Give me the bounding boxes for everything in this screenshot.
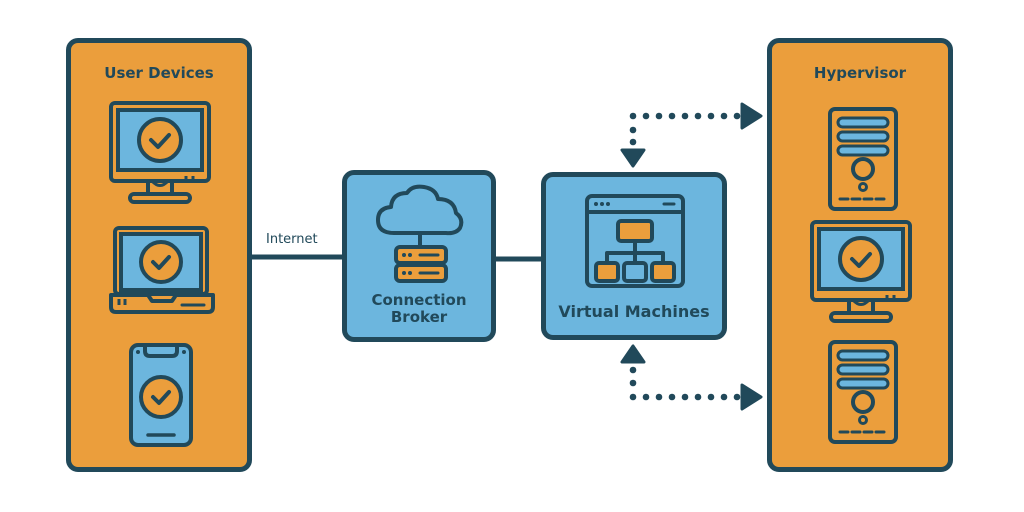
bottom-dotted-connector bbox=[620, 344, 763, 411]
laptop-icon bbox=[109, 226, 215, 314]
connection-broker-title-line1: Connection bbox=[371, 291, 467, 309]
virtual-machines-node[interactable]: Virtual Machines bbox=[541, 172, 727, 340]
arrow-down-icon bbox=[620, 148, 646, 168]
smartphone-icon bbox=[129, 343, 193, 447]
connection-broker-node[interactable]: Connection Broker bbox=[342, 170, 496, 342]
connection-broker-title-line2: Broker bbox=[390, 308, 448, 326]
arrow-right-icon bbox=[740, 383, 763, 411]
cloud-server-icon bbox=[376, 184, 464, 283]
top-dotted-connector bbox=[620, 102, 763, 168]
internet-label: Internet bbox=[266, 232, 318, 247]
virtual-machines-title: Virtual Machines bbox=[558, 302, 710, 321]
arrow-up-icon bbox=[620, 344, 646, 364]
arrow-right-icon bbox=[740, 102, 763, 130]
hierarchy-window-icon bbox=[585, 194, 685, 288]
user-devices-panel[interactable]: User Devices bbox=[66, 38, 252, 472]
hypervisor-panel[interactable]: Hypervisor bbox=[767, 38, 953, 472]
server-tower-icon bbox=[828, 107, 898, 211]
desktop-monitor-icon bbox=[109, 101, 211, 204]
server-tower-icon bbox=[828, 340, 898, 444]
user-devices-title: User Devices bbox=[104, 64, 214, 82]
desktop-monitor-icon bbox=[810, 220, 912, 323]
hypervisor-title: Hypervisor bbox=[813, 64, 907, 82]
